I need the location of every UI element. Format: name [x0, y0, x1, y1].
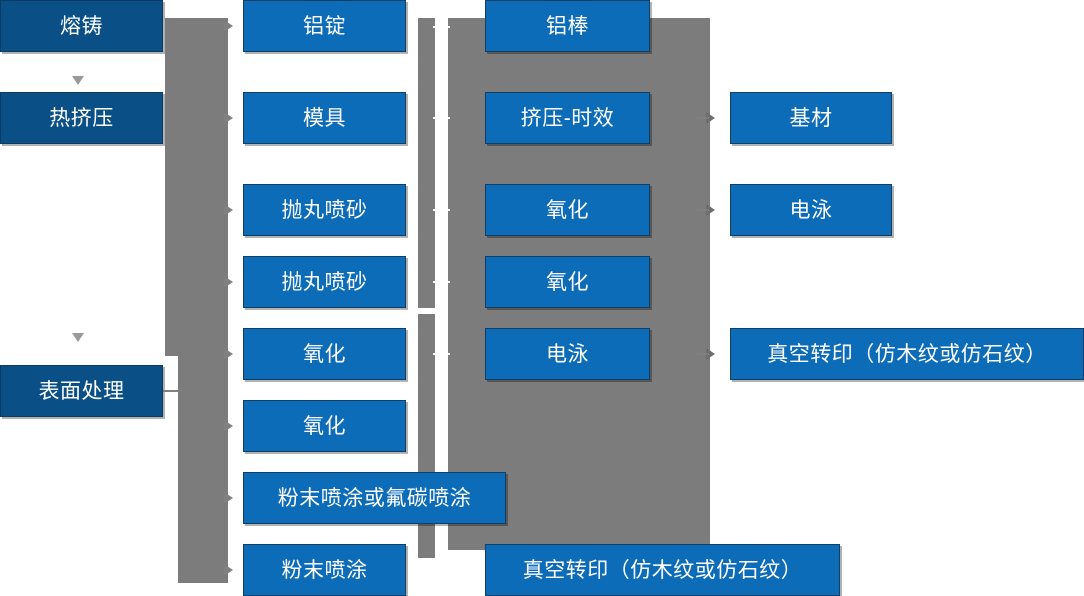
node-powder-coat[interactable]: 粉末喷涂 [243, 544, 406, 596]
node-oxidation-2[interactable]: 氧化 [243, 400, 406, 452]
arrow-to-vacuum-transfer-2 [706, 348, 715, 360]
node-label: 抛丸喷砂 [281, 270, 368, 294]
node-label: 模具 [303, 106, 346, 130]
node-shot-blast-2[interactable]: 抛丸喷砂 [243, 256, 406, 308]
gray-band-left-upper [165, 18, 228, 356]
arrow-down-extrude-to-surface [72, 333, 84, 342]
node-oxidation-1[interactable]: 氧化 [243, 328, 406, 380]
node-label: 粉末喷涂 [281, 558, 368, 582]
arrow-to-powder-or-pvdf [224, 492, 233, 504]
node-vacuum-transfer-2[interactable]: 真空转印（仿木纹或仿石纹） [730, 328, 1084, 380]
node-label: 氧化 [303, 342, 346, 366]
node-extrude-age[interactable]: 挤压-时效 [485, 92, 650, 144]
node-label: 熔铸 [60, 14, 103, 38]
node-label: 电泳 [789, 198, 833, 222]
connector-stub-4 [433, 281, 450, 283]
connector-vline-left [435, 18, 437, 308]
node-al-bar[interactable]: 铝棒 [485, 0, 650, 52]
node-hot-extrude[interactable]: 热挤压 [0, 92, 163, 144]
node-label: 表面处理 [38, 379, 125, 403]
connector-stub-5 [433, 353, 450, 355]
node-powder-or-pvdf[interactable]: 粉末喷涂或氟碳喷涂 [243, 472, 506, 524]
node-label: 基材 [789, 106, 833, 130]
node-label: 热挤压 [49, 106, 114, 130]
connector-stub-6 [433, 569, 450, 571]
elbow-surface-treatment [163, 390, 181, 392]
node-shot-blast-1[interactable]: 抛丸喷砂 [243, 184, 406, 236]
node-electrophoresis-1[interactable]: 电泳 [485, 328, 650, 380]
arrow-to-oxidation-2 [224, 420, 233, 432]
node-label: 氧化 [546, 270, 589, 294]
arrow-to-powder-coat [224, 564, 233, 576]
node-al-ingot[interactable]: 铝锭 [243, 0, 406, 52]
link-to-base-material [697, 117, 709, 119]
node-label: 铝棒 [546, 14, 589, 38]
arrow-to-al-ingot [224, 20, 233, 32]
arrow-to-mould [224, 112, 233, 124]
gray-strip-middle-a [418, 18, 435, 308]
node-label: 粉末喷涂或氟碳喷涂 [277, 486, 472, 510]
arrow-to-shot-blast-1 [224, 204, 233, 216]
arrow-to-base-material [706, 112, 715, 124]
node-label: 氧化 [546, 198, 589, 222]
arrow-down-melt-to-extrude [72, 76, 84, 85]
node-electrophoresis-2[interactable]: 电泳 [730, 184, 892, 236]
node-label: 挤压-时效 [520, 106, 615, 130]
node-vacuum-transfer-1[interactable]: 真空转印（仿木纹或仿石纹） [485, 544, 840, 596]
node-oxidation-3[interactable]: 氧化 [485, 184, 650, 236]
arrow-to-oxidation-1 [224, 348, 233, 360]
node-melt-cast[interactable]: 熔铸 [0, 0, 163, 52]
node-surface-treatment[interactable]: 表面处理 [0, 365, 163, 417]
node-oxidation-4[interactable]: 氧化 [485, 256, 650, 308]
gray-band-left-lower [178, 356, 228, 583]
node-label: 抛丸喷砂 [281, 198, 368, 222]
connector-stub-1 [433, 26, 450, 28]
node-label: 真空转印（仿木纹或仿石纹） [767, 342, 1047, 366]
node-mould[interactable]: 模具 [243, 92, 406, 144]
node-base-material[interactable]: 基材 [730, 92, 892, 144]
connector-stub-2 [433, 117, 450, 119]
node-label: 铝锭 [303, 14, 346, 38]
link-to-electrophoresis-2 [697, 209, 709, 211]
node-label: 氧化 [303, 414, 346, 438]
link-to-vacuum-transfer-2 [697, 353, 709, 355]
connector-vline-left-lower [435, 314, 437, 570]
arrow-to-electrophoresis-2 [706, 204, 715, 216]
arrow-to-shot-blast-2 [224, 276, 233, 288]
node-label: 真空转印（仿木纹或仿石纹） [522, 558, 803, 582]
connector-stub-3 [433, 209, 450, 211]
node-label: 电泳 [546, 342, 589, 366]
